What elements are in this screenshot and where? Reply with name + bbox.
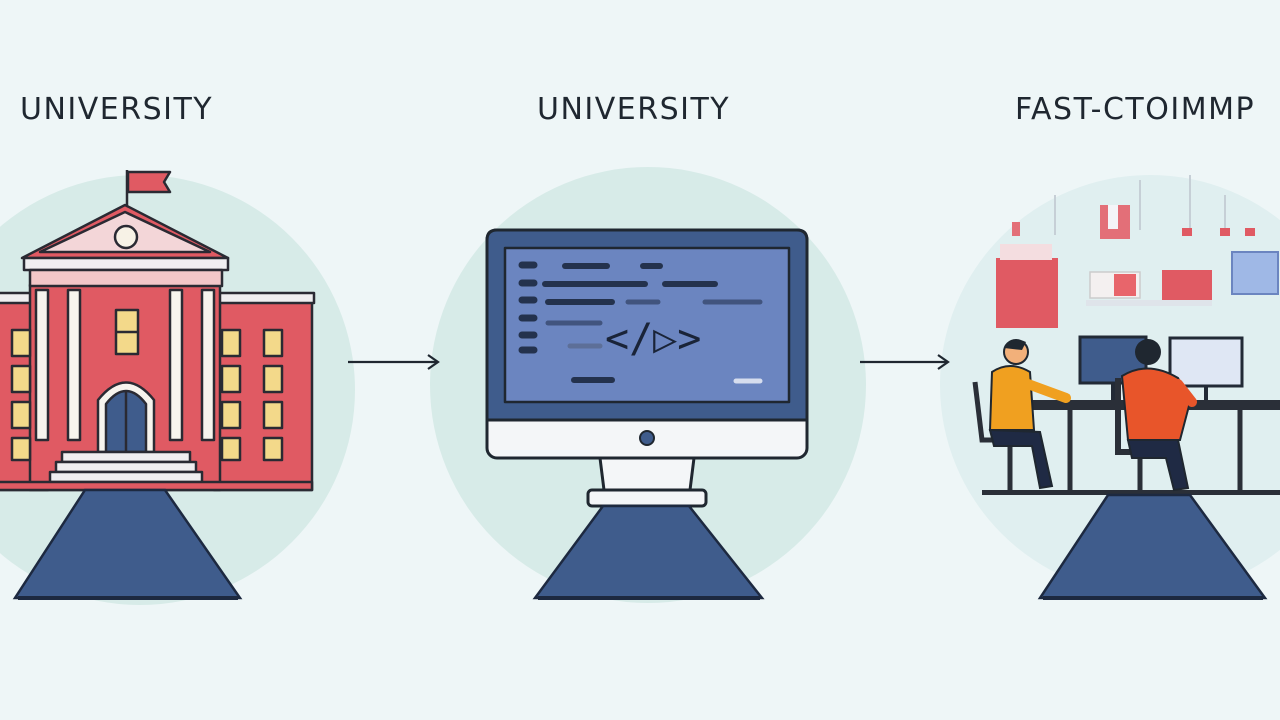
office-workers-icon — [972, 175, 1280, 495]
stage-1-pedestal — [12, 488, 243, 600]
arrow-right-icon — [860, 354, 950, 370]
stage-2-pedestal — [532, 504, 765, 600]
code-symbol: </▷> — [605, 316, 701, 362]
stage-1-label: UNIVERSITY — [20, 92, 214, 127]
university-building-icon — [0, 170, 316, 492]
stage-3-pedestal — [1037, 493, 1268, 600]
code-lines — [518, 261, 763, 384]
stage-3-label: FAST-CTOIMMP — [1015, 92, 1256, 127]
stage-2-label: UNIVERSITY — [537, 92, 731, 127]
arrow-right-icon — [348, 354, 440, 370]
